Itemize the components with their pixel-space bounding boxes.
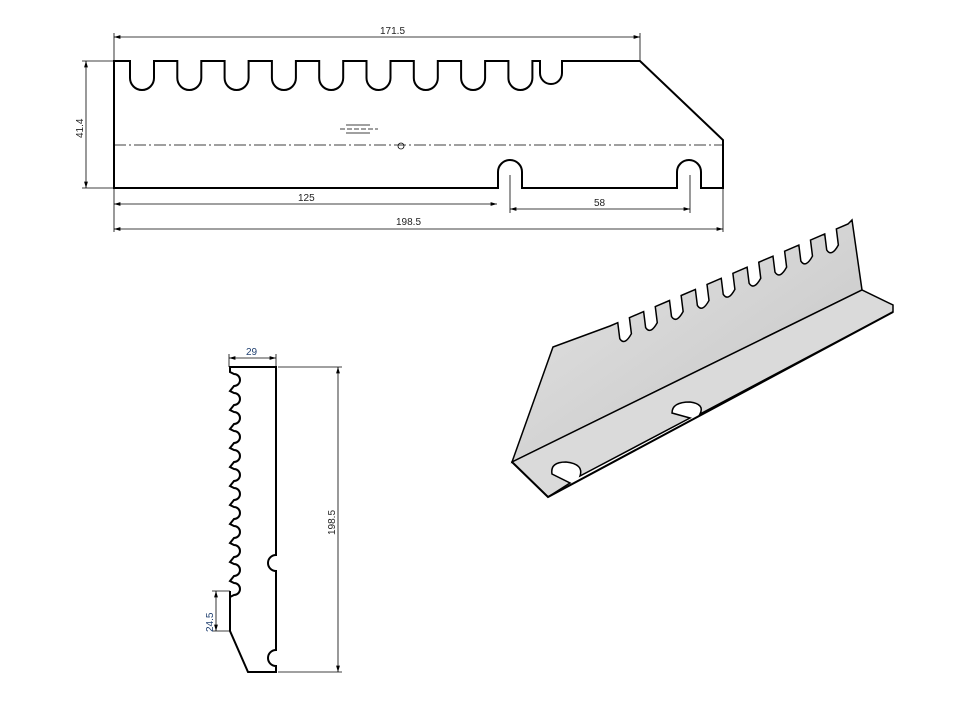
dim-bevel-label: 24.5 — [205, 612, 216, 632]
iso-wall — [510, 218, 863, 464]
iso-edge — [511, 311, 894, 499]
dim-width-label: 29 — [246, 347, 258, 358]
dim-slot-spacing-label: 58 — [594, 198, 606, 209]
front-view-outline — [113, 60, 724, 189]
dim-171-5: 171.5 — [113, 26, 641, 61]
center-mark — [397, 142, 405, 150]
side-view-outline — [228, 366, 277, 673]
dim-length-label: 198.5 — [327, 510, 338, 535]
dim-height-label: 41.4 — [75, 118, 86, 138]
dim-198-5-side: 198.5 — [278, 366, 342, 673]
iso-base — [510, 289, 894, 498]
surface-symbol — [340, 124, 378, 134]
dim-total-length-label: 198.5 — [396, 217, 421, 228]
dim-198-5: 198.5 — [114, 188, 724, 232]
dim-24-5: 24.5 — [205, 590, 230, 632]
dim-41-4: 41.4 — [75, 60, 114, 189]
side-view: 29 198.5 24.5 — [205, 347, 342, 673]
dim-slot-offset-label: 125 — [298, 193, 315, 204]
dim-58: 58 — [509, 175, 691, 213]
isometric-view — [510, 218, 894, 499]
dim-29: 29 — [228, 347, 277, 367]
front-view: 171.5 41.4 125 58 198.5 — [75, 26, 724, 232]
dim-125: 125 — [113, 188, 497, 232]
dim-top-length-label: 171.5 — [380, 26, 405, 37]
